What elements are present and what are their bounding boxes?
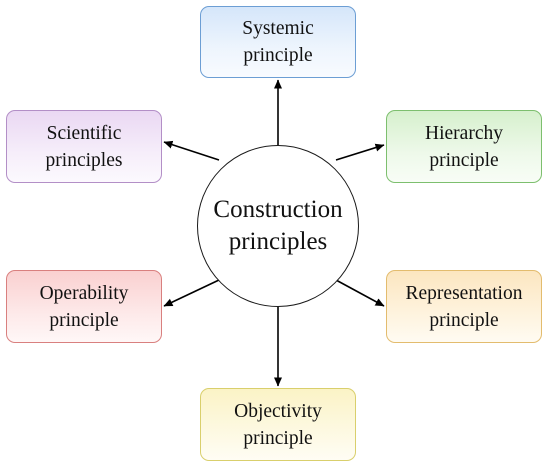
objectivity-principle-node: Objectivity principle — [200, 388, 356, 461]
objectivity-line-1: Objectivity — [234, 400, 322, 422]
scientific-line-1: Scientific — [46, 122, 122, 144]
systemic-principle-node: Systemic principle — [200, 6, 356, 78]
center-node-line-1: Construction — [213, 196, 343, 223]
arrow-to-representation — [335, 279, 385, 307]
operability-line-1: Operability — [39, 282, 129, 304]
center-node-line-2: principles — [228, 228, 328, 255]
hierarchy-principle-node: Hierarchy principle — [386, 110, 542, 183]
operability-line-2: principle — [49, 309, 119, 331]
center-node: Construction principles — [197, 145, 359, 307]
arrow-to-operability — [163, 279, 220, 307]
systemic-line-2: principle — [243, 45, 313, 66]
representation-principle-node: Representation principle — [386, 270, 542, 343]
operability-principle-node: Operability principle — [6, 270, 162, 343]
arrow-to-scientific — [163, 140, 220, 161]
scientific-line-2: principles — [45, 149, 123, 171]
hierarchy-line-2: principle — [429, 149, 499, 171]
hierarchy-line-1: Hierarchy — [425, 122, 503, 144]
objectivity-line-2: principle — [243, 427, 313, 449]
scientific-principles-node: Scientific principles — [6, 110, 162, 183]
systemic-line-1: Systemic — [242, 18, 314, 39]
representation-line-1: Representation — [405, 282, 523, 304]
representation-line-2: principle — [429, 309, 499, 331]
arrow-to-hierarchy — [335, 143, 385, 161]
